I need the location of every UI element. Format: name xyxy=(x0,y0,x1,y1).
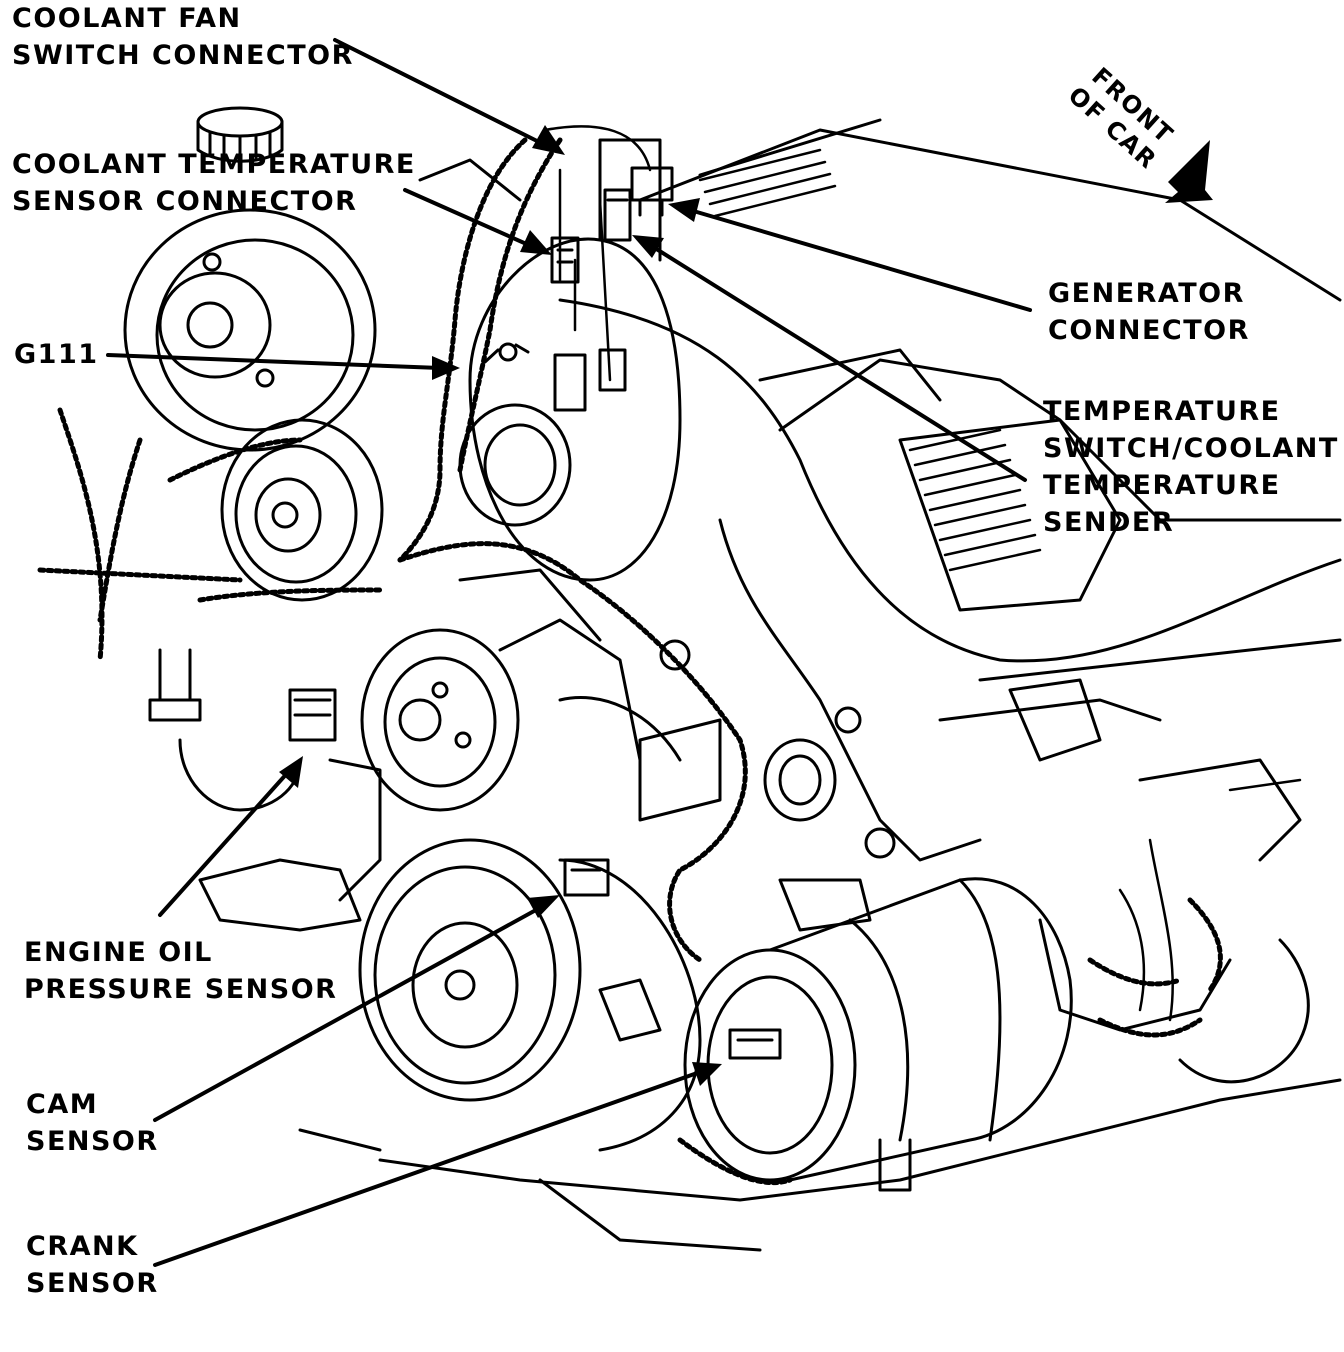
idler-pulley xyxy=(763,706,896,859)
label-engine-oil-pressure-sensor: ENGINE OIL PRESSURE SENSOR xyxy=(24,937,338,1005)
label-generator-connector: GENERATOR CONNECTOR xyxy=(1048,278,1250,346)
manifold-ribs xyxy=(698,148,1042,572)
arrowheads xyxy=(279,125,722,1086)
front-of-car-arrow xyxy=(1165,140,1213,203)
wiring-harness xyxy=(37,137,1223,1186)
upper-large-pulley xyxy=(123,208,377,452)
water-pump-pulley xyxy=(360,568,722,822)
temperature-sender xyxy=(553,348,627,412)
label-crank-sensor: CRANK SENSOR xyxy=(26,1231,159,1299)
g111-ground xyxy=(483,342,530,364)
crank-sensor xyxy=(728,1028,782,1060)
crank-pulley xyxy=(358,838,702,1152)
leader-lines xyxy=(106,38,1032,1267)
label-coolant-fan-switch-connector: COOLANT FAN SWITCH CONNECTOR xyxy=(12,3,354,71)
generator-body xyxy=(458,138,682,582)
generator-pulley xyxy=(220,418,384,602)
label-cam-sensor: CAM SENSOR xyxy=(26,1089,159,1157)
cam-sensor xyxy=(563,858,610,897)
oil-pressure-sensor xyxy=(148,648,337,812)
coolant-temp-sensor-connector xyxy=(550,236,580,284)
oil-cap xyxy=(196,106,284,164)
ac-compressor xyxy=(683,877,1073,1192)
label-coolant-temperature-sensor-connector: COOLANT TEMPERATURE SENSOR CONNECTOR xyxy=(12,149,416,217)
label-temperature-switch-sender: TEMPERATURE SWITCH/COOLANT TEMPERATURE S… xyxy=(1043,396,1339,538)
generator-connector xyxy=(630,166,674,217)
label-g111: G111 xyxy=(14,339,99,370)
harness-cords xyxy=(543,125,1302,1022)
coolant-fan-switch-connector xyxy=(603,188,632,242)
